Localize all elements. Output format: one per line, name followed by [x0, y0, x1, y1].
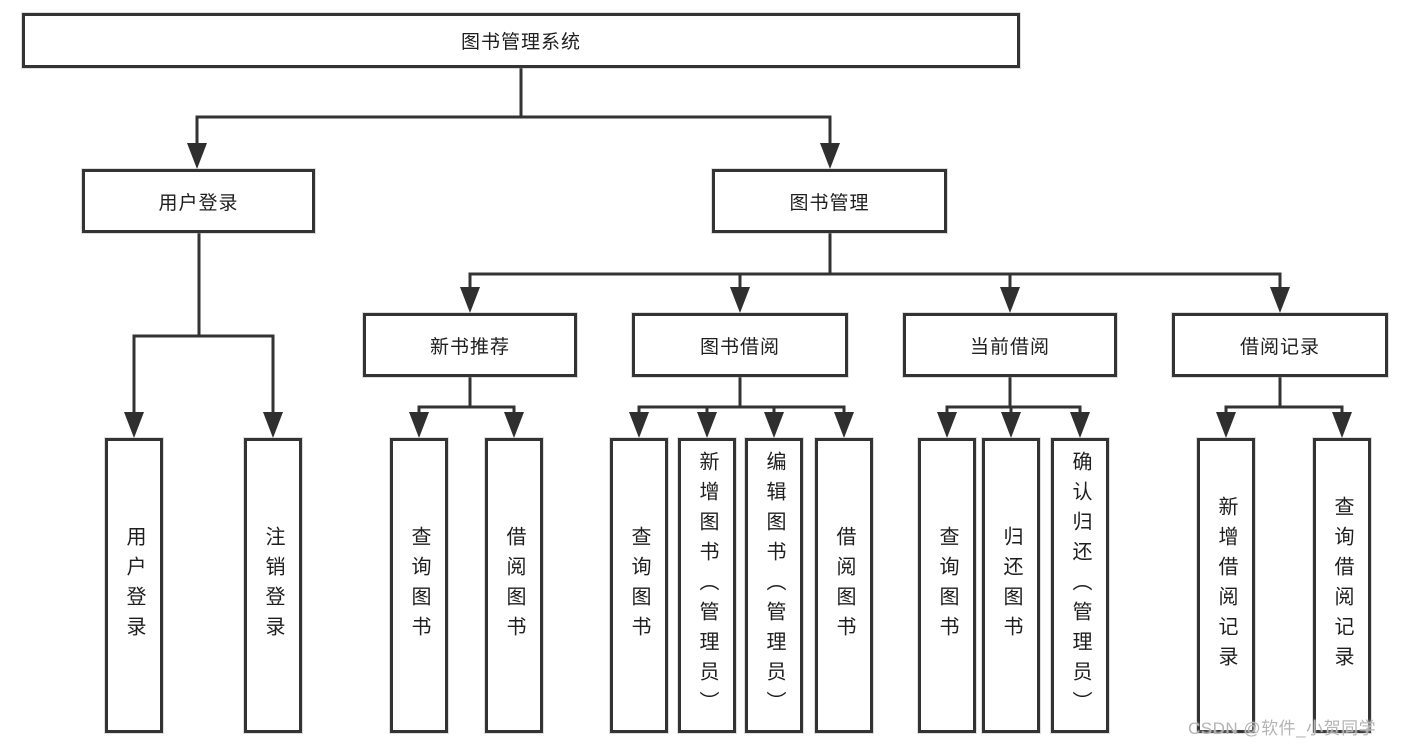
leaf-newbook-borrow-books: 借阅图书 [485, 438, 543, 733]
leaf-records-query-record: 查询借阅记录 [1313, 438, 1371, 733]
node-book-borrow-label: 图书借阅 [699, 336, 780, 358]
leaf-user-login-label: 用户登录 [123, 525, 145, 646]
node-new-book-recommend: 新书推荐 [363, 313, 577, 377]
node-borrow-records-label: 借阅记录 [1239, 336, 1320, 358]
csdn-watermark: CSDN @软件_小贺同学 [1188, 719, 1377, 738]
leaf-current-return-books-label: 归还图书 [1000, 525, 1022, 646]
leaf-borrow-query-books: 查询图书 [610, 438, 668, 733]
leaf-borrow-edit-books-admin: 编辑图书（管理员） [745, 438, 803, 733]
node-current-borrow-label: 当前借阅 [969, 336, 1050, 358]
leaf-records-add-record-label: 新增借阅记录 [1215, 495, 1237, 676]
arrowheads [124, 143, 1352, 438]
leaf-records-add-record: 新增借阅记录 [1197, 438, 1255, 733]
leaf-borrow-query-books-label: 查询图书 [628, 525, 650, 646]
leaf-newbook-borrow-books-label: 借阅图书 [503, 525, 525, 646]
leaf-borrow-edit-books-admin-label: 编辑图书（管理员） [763, 450, 785, 721]
leaf-current-confirm-return-admin: 确认归还（管理员） [1051, 438, 1109, 733]
node-root-label: 图书管理系统 [460, 32, 581, 53]
leaf-current-query-books: 查询图书 [918, 438, 976, 733]
leaf-borrow-borrow-books-label: 借阅图书 [833, 525, 855, 646]
leaf-logout: 注销登录 [244, 438, 302, 733]
leaf-user-login: 用户登录 [105, 438, 163, 733]
leaf-newbook-query-books: 查询图书 [390, 438, 448, 733]
node-root: 图书管理系统 [22, 13, 1020, 68]
leaf-current-return-books: 归还图书 [982, 438, 1040, 733]
node-current-borrow: 当前借阅 [903, 313, 1117, 377]
leaf-logout-label: 注销登录 [262, 525, 284, 646]
node-book-borrow: 图书借阅 [632, 313, 848, 377]
leaf-borrow-add-books-admin-label: 新增图书（管理员） [696, 450, 718, 721]
leaf-borrow-borrow-books: 借阅图书 [815, 438, 873, 733]
leaf-current-query-books-label: 查询图书 [936, 525, 958, 646]
node-borrow-records: 借阅记录 [1172, 313, 1388, 377]
leaf-records-query-record-label: 查询借阅记录 [1331, 495, 1353, 676]
node-book-management: 图书管理 [712, 169, 947, 233]
leaf-borrow-add-books-admin: 新增图书（管理员） [678, 438, 736, 733]
node-new-book-recommend-label: 新书推荐 [429, 336, 510, 358]
node-user-login: 用户登录 [82, 169, 315, 233]
node-book-management-label: 图书管理 [789, 192, 870, 214]
node-user-login-label: 用户登录 [158, 192, 239, 214]
leaf-current-confirm-return-admin-label: 确认归还（管理员） [1069, 450, 1091, 721]
leaf-newbook-query-books-label: 查询图书 [408, 525, 430, 646]
